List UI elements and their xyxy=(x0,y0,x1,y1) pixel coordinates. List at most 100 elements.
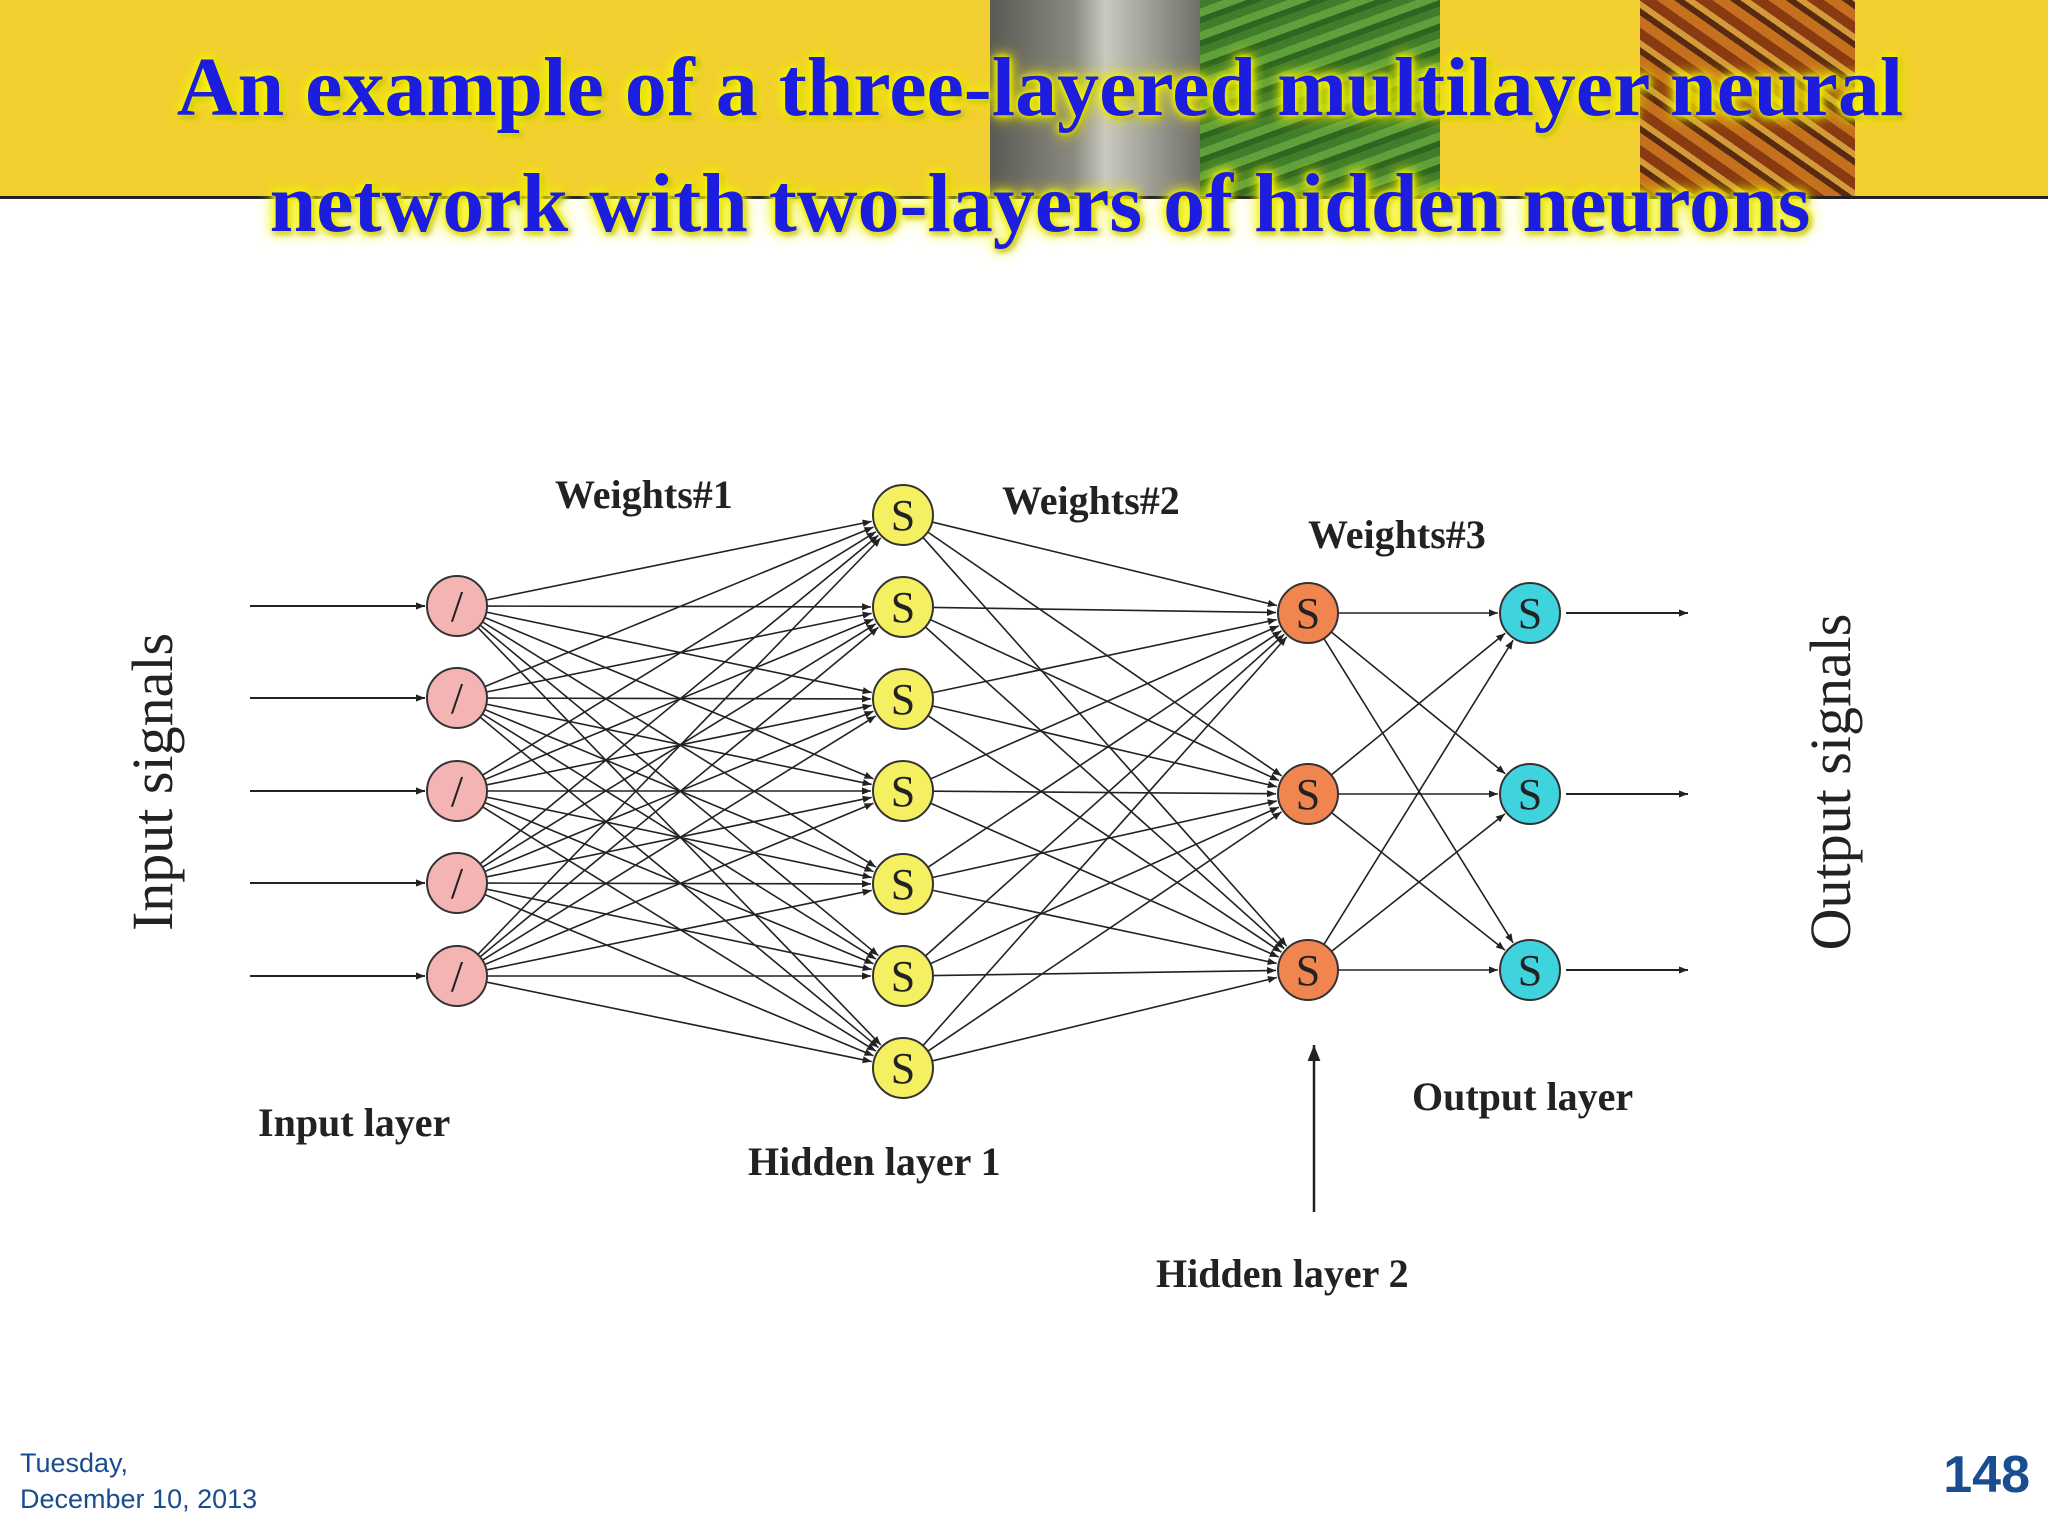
edge-l1-n2-to-l2-n3 xyxy=(486,695,872,703)
neuron-circle xyxy=(872,853,934,915)
edge-l3-n2-to-l4-n3 xyxy=(1331,812,1506,951)
io-arrows xyxy=(250,602,1688,1212)
edge-l2-n2-to-l3-n2 xyxy=(929,618,1280,782)
neuron-l1-n1: / xyxy=(426,575,488,637)
neuron-l3-n3: S xyxy=(1277,939,1339,1001)
weights-1-label: Weights#1 xyxy=(555,472,733,517)
edge-l1-n5-to-l2-n4 xyxy=(484,802,874,966)
edge-l2-n7-to-l3-n2 xyxy=(927,811,1282,1052)
edge-l1-n3-to-l2-n1 xyxy=(482,531,877,776)
edge-l2-n2-to-l3-n3 xyxy=(924,626,1285,950)
slide-title: An example of a three-layered multilayer… xyxy=(176,41,1904,250)
edge-l3-n2-to-l4-n1 xyxy=(1330,632,1506,776)
neuron-l3-n1: S xyxy=(1277,582,1339,644)
output-layer-label: Output layer xyxy=(1412,1074,1633,1119)
neuron-l1-n4: / xyxy=(426,852,488,914)
neuron-circle xyxy=(1499,582,1561,644)
edge-l2-n1-to-l3-n2 xyxy=(927,531,1283,777)
edge-l2-n3-to-l3-n3 xyxy=(927,715,1282,953)
neuron-l4-n3: S xyxy=(1499,939,1561,1001)
edge-l2-n5-to-l3-n3 xyxy=(932,889,1277,966)
neuron-symbol: S xyxy=(891,860,915,909)
footer-date-line-1: Tuesday, xyxy=(20,1448,129,1478)
edge-l2-n4-to-l3-n2 xyxy=(932,790,1277,798)
edge-l1-n4-to-l2-n1 xyxy=(479,534,879,865)
edge-l1-n5-to-l2-n2 xyxy=(479,626,879,958)
edge-l2-n4-to-l3-n3 xyxy=(930,802,1280,958)
edge-l3-n3-to-l4-n2 xyxy=(1331,813,1506,952)
neuron-l4-n1: S xyxy=(1499,582,1561,644)
neuron-symbol: S xyxy=(891,1044,915,1093)
neuron-circle xyxy=(426,852,488,914)
neuron-circle xyxy=(426,575,488,637)
neuron-l2-n1: S xyxy=(872,484,934,546)
hidden-layer-1-label: Hidden layer 1 xyxy=(748,1139,1001,1184)
footer-date-line-2: December 10, 2013 xyxy=(20,1484,258,1514)
neuron-symbol: / xyxy=(451,767,464,816)
banner-divider xyxy=(0,196,2048,199)
neuron-l2-n2: S xyxy=(872,576,934,638)
connection-edges xyxy=(477,519,1514,1064)
edge-l3-n3-to-l4-n1 xyxy=(1323,639,1514,945)
neuron-symbol: S xyxy=(1518,770,1542,819)
neuron-symbol: S xyxy=(891,952,915,1001)
banner-photo-grass xyxy=(1200,0,1440,196)
page-number: 148 xyxy=(1943,1446,2030,1504)
edge-l2-n7-to-l3-n1 xyxy=(922,636,1288,1047)
neuron-symbol: S xyxy=(1518,946,1542,995)
neuron-circle xyxy=(426,667,488,729)
neuron-l2-n4: S xyxy=(872,760,934,822)
neuron-symbol: S xyxy=(891,767,915,816)
banner-photo-foliage xyxy=(1640,0,1855,196)
neuron-circle xyxy=(1277,582,1339,644)
edge-l2-n6-to-l3-n2 xyxy=(930,806,1280,965)
edge-l2-n4-to-l3-n1 xyxy=(930,625,1280,780)
edge-l1-n5-to-l2-n3 xyxy=(482,715,877,961)
neuron-symbol: S xyxy=(891,675,915,724)
neuron-circle xyxy=(1277,763,1339,825)
edge-l2-n1-to-l3-n1 xyxy=(931,521,1278,607)
edge-l1-n2-to-l2-n4 xyxy=(486,703,872,787)
input-layer-label: Input layer xyxy=(258,1100,450,1145)
neuron-circle xyxy=(872,1037,934,1099)
neuron-symbol: S xyxy=(891,491,915,540)
edge-l1-n1-to-l2-n1 xyxy=(486,519,872,601)
neuron-l2-n5: S xyxy=(872,853,934,915)
weights-2-label: Weights#2 xyxy=(1002,478,1180,523)
neuron-symbol: S xyxy=(1296,770,1320,819)
neuron-symbol: S xyxy=(1296,946,1320,995)
hidden-layer-2-label: Hidden layer 2 xyxy=(1156,1251,1409,1296)
neuron-circle xyxy=(872,576,934,638)
neuron-l1-n2: / xyxy=(426,667,488,729)
edge-l1-n5-to-l2-n5 xyxy=(486,888,872,971)
neuron-symbol: S xyxy=(1518,589,1542,638)
edge-l2-n6-to-l3-n1 xyxy=(924,633,1285,957)
edge-l2-n5-to-l3-n2 xyxy=(932,799,1277,879)
edge-l2-n3-to-l3-n1 xyxy=(932,617,1277,694)
edge-l3-n1-to-l4-n2 xyxy=(1330,631,1506,775)
neuron-symbol: / xyxy=(451,582,464,631)
neuron-circle xyxy=(872,668,934,730)
neuron-symbol: S xyxy=(1296,589,1320,638)
neuron-l2-n6: S xyxy=(872,945,934,1007)
edge-l2-n7-to-l3-n3 xyxy=(931,976,1278,1062)
weights-3-label: Weights#3 xyxy=(1308,512,1486,557)
neuron-l1-n3: / xyxy=(426,760,488,822)
neuron-l4-n2: S xyxy=(1499,763,1561,825)
neuron-circle xyxy=(872,945,934,1007)
neuron-circle xyxy=(1499,763,1561,825)
edge-l1-n5-to-l2-n1 xyxy=(477,537,882,955)
neuron-l3-n2: S xyxy=(1277,763,1339,825)
neuron-circle xyxy=(426,945,488,1007)
edge-l1-n4-to-l2-n7 xyxy=(484,893,874,1057)
output-signals-label: Output signals xyxy=(1798,614,1863,951)
neuron-l2-n3: S xyxy=(872,668,934,730)
neuron-circle xyxy=(1499,939,1561,1001)
edge-l1-n5-to-l2-n7 xyxy=(486,981,872,1064)
edge-l3-n1-to-l4-n3 xyxy=(1323,638,1514,944)
header-banner xyxy=(0,0,2048,196)
banner-photo-road xyxy=(990,0,1200,196)
